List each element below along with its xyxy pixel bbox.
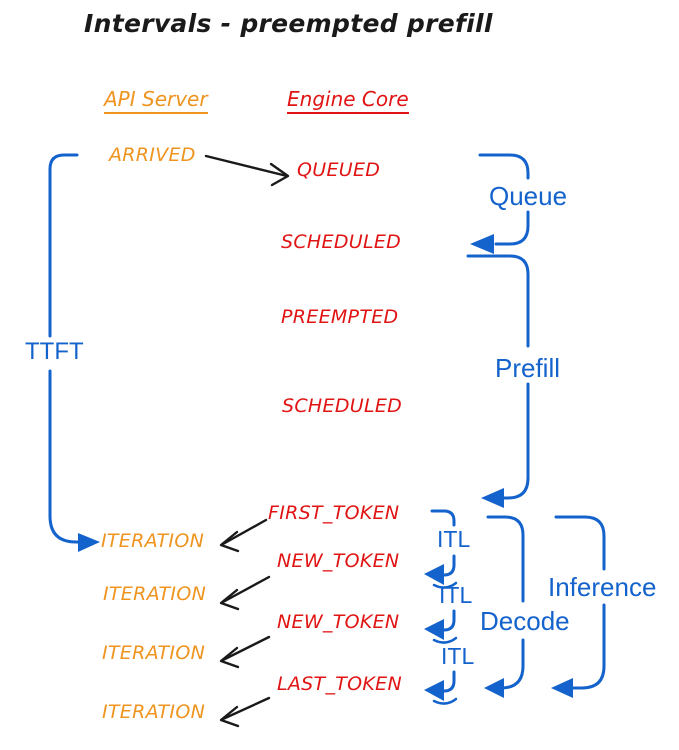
arrow-new-token-1-to-iteration [219,575,271,611]
itl-hook-arrow-1 [424,554,458,589]
interval-label-inference: Inference [548,572,657,602]
event-iteration-4: ITERATION [102,701,206,723]
event-queued: QUEUED [297,159,381,181]
queue-bracket-arrow [470,153,530,254]
decode-bracket-arrow [484,515,525,698]
event-last-token: LAST_TOKEN [277,673,402,695]
interval-label-prefill: Prefill [495,353,561,383]
interval-label-ttft: TTFT [25,338,84,365]
event-first-token: FIRST_TOKEN [268,502,400,524]
event-scheduled-1: SCHEDULED [281,231,402,253]
event-new-token-1: NEW_TOKEN [277,550,400,572]
event-iteration-3: ITERATION [102,642,206,664]
arrow-new-token-2-to-iteration [219,635,271,669]
itl-top-stub [430,509,456,527]
itl-hook-arrow-2 [424,609,458,644]
event-preempted: PREEMPTED [281,306,399,328]
event-iteration-1: ITERATION [101,530,205,552]
itl-hook-arrow-3 [424,670,458,705]
arrow-arrived-to-queued [204,154,290,187]
interval-label-decode: Decode [480,606,570,636]
inference-bracket-arrow [551,515,606,698]
prefill-bracket-arrow [466,254,530,508]
interval-label-itl-3: ITL [441,643,475,669]
event-iteration-2: ITERATION [103,583,207,605]
event-arrived: ARRIVED [109,144,196,166]
arrow-last-token-to-iteration [219,696,271,728]
event-new-token-2: NEW_TOKEN [277,611,400,633]
arrow-first-token-to-iteration [219,518,268,553]
interval-label-itl-1: ITL [437,526,471,552]
column-header-engine-core: Engine Core [287,87,409,114]
column-header-api-server: API Server [104,87,208,114]
interval-label-queue: Queue [489,181,568,211]
ttft-bracket-arrow [48,153,100,552]
interval-label-itl-2: ITL [439,582,473,608]
event-scheduled-2: SCHEDULED [282,395,403,417]
diagram-title: Intervals - preempted prefill [84,9,493,38]
